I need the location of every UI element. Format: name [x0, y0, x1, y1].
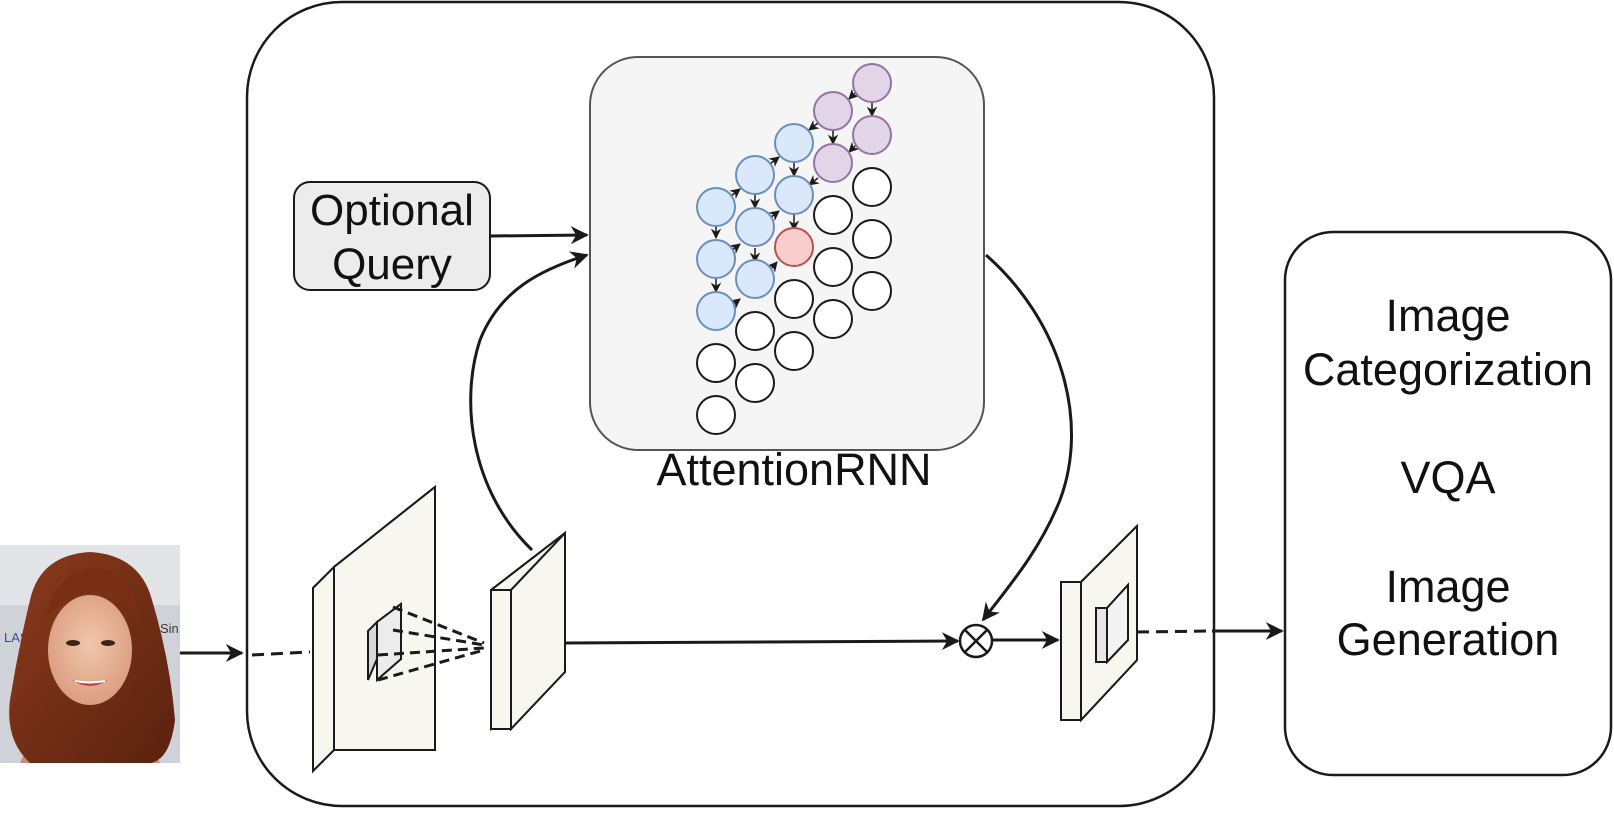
features-to-multiply-arrow	[565, 632, 960, 651]
rnn-node-attended	[774, 175, 814, 215]
rnn-node-empty	[735, 363, 775, 403]
output-dashed-line	[1136, 629, 1211, 634]
rnn-node-future	[852, 63, 892, 103]
optional-query-line2: Query	[332, 240, 452, 289]
rnn-arrow	[729, 188, 741, 199]
rnn-node-attended	[696, 187, 736, 227]
rnn-node-empty	[735, 311, 775, 351]
rnn-node-future	[813, 91, 853, 131]
rnn-arrows	[710, 88, 878, 309]
rnn-arrow	[808, 120, 820, 131]
convolution-projection-lines	[377, 605, 485, 682]
input-feature-layer	[312, 484, 436, 774]
rnn-node-future	[813, 143, 853, 183]
rnn-node-future	[852, 115, 892, 155]
flow-connectors	[180, 226, 1284, 662]
task-image-categorization-line1: Image	[1385, 290, 1510, 341]
photo-backdrop-text-right: Sin	[160, 621, 179, 636]
rnn-node-empty	[696, 343, 736, 383]
rnn-node-empty	[852, 271, 892, 311]
features-to-rnn-arrow	[469, 251, 589, 552]
rnn-node-empty	[774, 279, 814, 319]
rnn-node-attended	[735, 207, 775, 247]
rnn-node-empty	[774, 331, 814, 371]
attention-to-multiply-arrow	[981, 253, 1073, 622]
rnn-node-empty	[813, 299, 853, 339]
rnn-node-attended	[696, 291, 736, 331]
rnn-node-attended	[696, 239, 736, 279]
rnn-node-empty	[813, 247, 853, 287]
rnn-arrow	[766, 261, 778, 273]
rnn-node-empty	[696, 395, 736, 435]
rnn-node-attended	[774, 123, 814, 163]
rnn-arrow	[768, 156, 780, 167]
attention-rnn-label: AttentionRNN	[656, 444, 931, 495]
task-vqa: VQA	[1400, 452, 1495, 503]
rnn-node-current	[774, 227, 814, 267]
rnn-node-grid	[696, 63, 892, 435]
rnn-node-empty	[852, 219, 892, 259]
rnn-node-empty	[852, 167, 892, 207]
query-to-rnn-arrow	[489, 226, 589, 245]
task-image-categorization-line2: Categorization	[1303, 344, 1593, 395]
input-face-photo: LASH Sin	[0, 545, 180, 763]
tasks-box	[1283, 230, 1613, 777]
output-feature-layer	[1060, 523, 1138, 723]
task-image-generation-line2: Generation	[1337, 614, 1560, 665]
rnn-node-empty	[813, 195, 853, 235]
elementwise-multiply-operator	[958, 623, 994, 659]
conv-feature-layer	[490, 530, 566, 732]
rnn-node-attended	[735, 259, 775, 299]
optional-query-line1: Optional	[310, 186, 474, 235]
rnn-node-attended	[735, 155, 775, 195]
rnn-arrow	[848, 141, 860, 153]
input-dashed-line	[251, 650, 311, 657]
task-image-generation-line1: Image	[1385, 561, 1510, 612]
